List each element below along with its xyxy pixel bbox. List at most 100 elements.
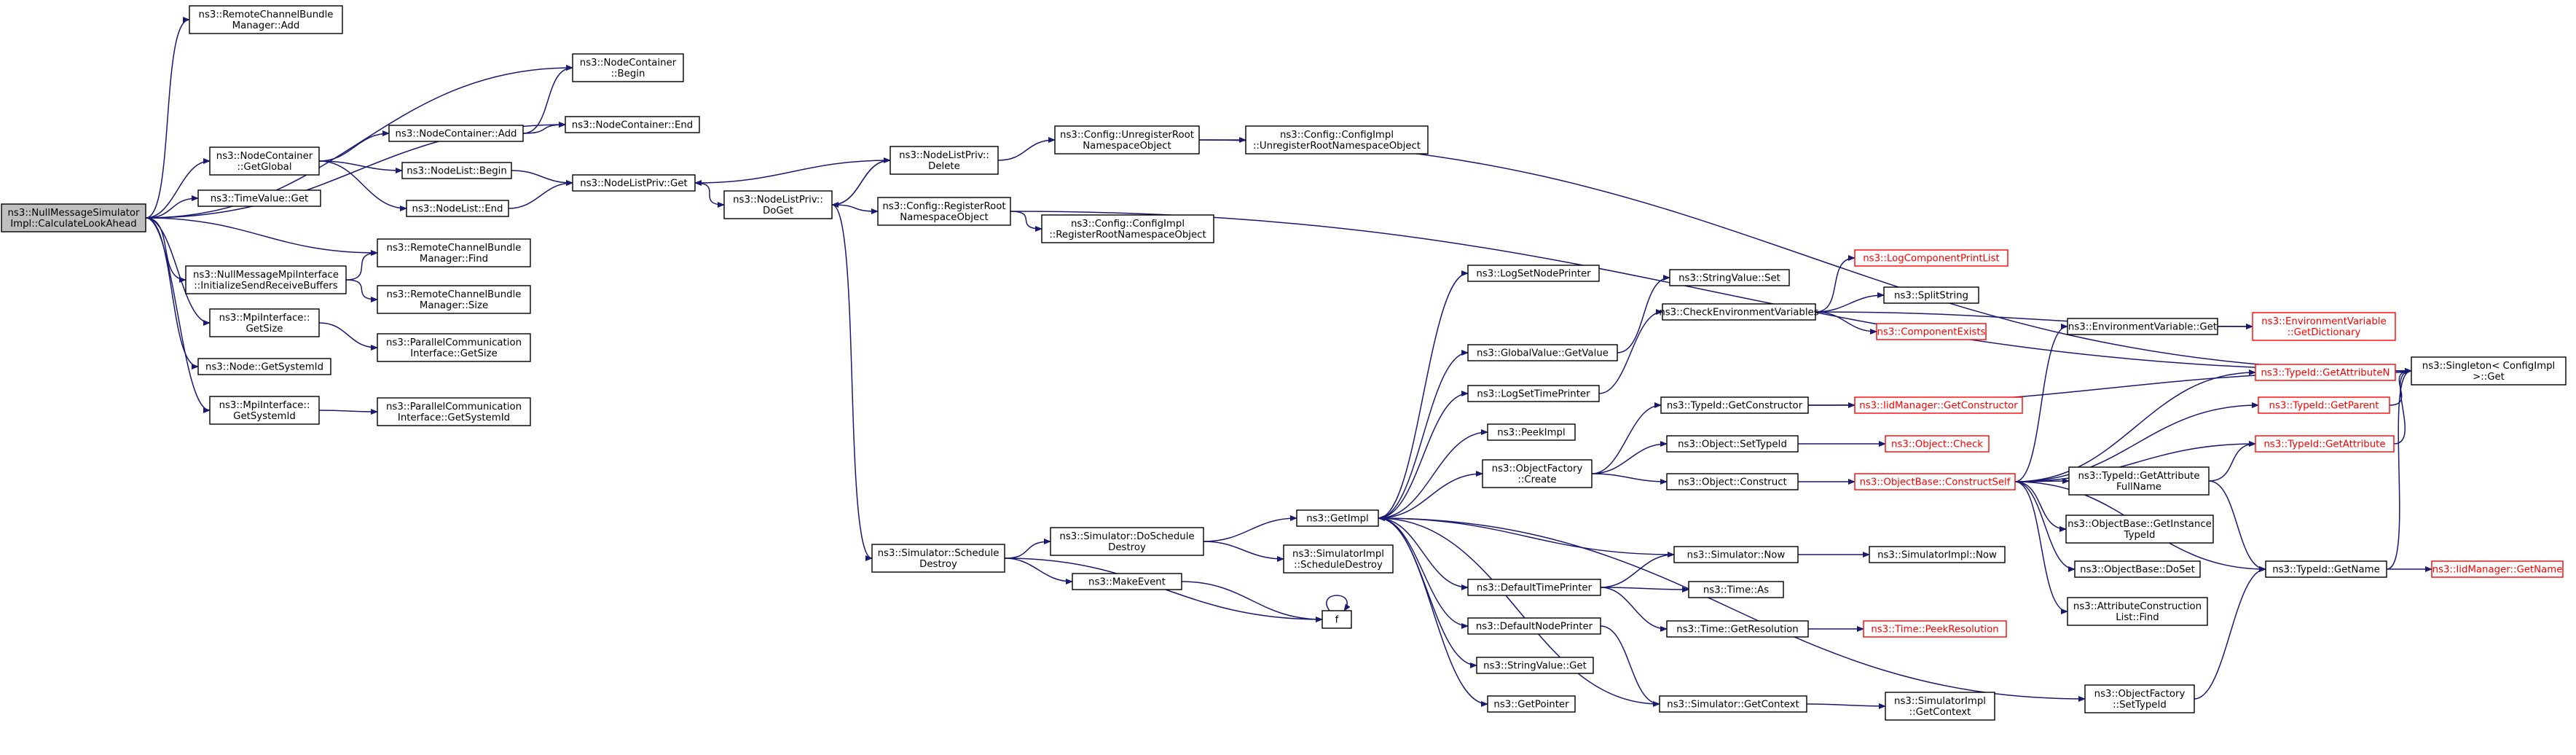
- node-sim-schedestroy[interactable]: ns3::Simulator::ScheduleDestroy: [871, 544, 1005, 573]
- node-objbase-constructself[interactable]: ns3::ObjectBase::ConstructSelf: [1854, 473, 2016, 490]
- edge: [1198, 139, 2412, 374]
- node-logsetnodeprinter[interactable]: ns3::LogSetNodePrinter: [1467, 265, 1600, 282]
- edge: [1378, 517, 1477, 668]
- node-nlp-doget[interactable]: ns3::NodeListPriv::DoGet: [723, 190, 833, 219]
- node-label: ::Begin: [611, 69, 645, 79]
- node-typeid-getctor[interactable]: ns3::TypeId::GetConstructor: [1660, 396, 1809, 414]
- edge-getimpl-to-stringvalue-get: [1378, 517, 1477, 668]
- node-box: [2255, 435, 2395, 453]
- node-time-peekres[interactable]: ns3::Time::PeekResolution: [1863, 620, 2007, 638]
- node-singleton-get[interactable]: ns3::Singleton< ConfigImpl>::Get: [2411, 356, 2567, 386]
- node-pci-getsize[interactable]: ns3::ParallelCommunicationInterface::Get…: [377, 333, 531, 362]
- node-time-getres[interactable]: ns3::Time::GetResolution: [1666, 620, 1809, 638]
- edge-cfg-regroot-to-singleton-get: [1010, 211, 2412, 374]
- edge: [2014, 481, 2067, 532]
- node-label: ns3::NodeList::Begin: [407, 166, 507, 177]
- node-nl-end[interactable]: ns3::NodeList::End: [406, 200, 509, 217]
- node-stringvalue-get[interactable]: ns3::StringValue::Get: [1476, 657, 1594, 674]
- node-logcompprintlist[interactable]: ns3::LogComponentPrintList: [1854, 249, 2008, 267]
- node-label: ns3::Simulator::Now: [1687, 550, 1786, 561]
- edge-nc-add-to-nc-begin: [522, 65, 573, 134]
- node-label: ::Create: [1517, 474, 1556, 485]
- node-obj-check[interactable]: ns3::Object::Check: [1885, 435, 1990, 453]
- node-stringvalue-set[interactable]: ns3::StringValue::Set: [1669, 269, 1790, 286]
- node-f[interactable]: f: [1322, 610, 1352, 629]
- node-typeid-getattribute[interactable]: ns3::TypeId::GetAttribute: [2255, 435, 2395, 453]
- node-cfg-regroot[interactable]: ns3::Config::RegisterRootNamespaceObject: [877, 197, 1011, 226]
- node-nc-end[interactable]: ns3::NodeContainer::End: [565, 116, 700, 133]
- node-typeid-getname[interactable]: ns3::TypeId::GetName: [2265, 560, 2387, 578]
- node-cfgimpl-reg[interactable]: ns3::Config::ConfigImpl::RegisterRootNam…: [1041, 214, 1214, 243]
- node-sim-now[interactable]: ns3::Simulator::Now: [1673, 546, 1799, 563]
- node-logsettimeprinter[interactable]: ns3::LogSetTimePrinter: [1467, 385, 1600, 402]
- edge-checkenv-to-splitstring: [1815, 292, 1885, 313]
- node-simimpl-schedestroy[interactable]: ns3::SimulatorImpl::ScheduleDestroy: [1283, 544, 1394, 574]
- node-getpointer[interactable]: ns3::GetPointer: [1487, 695, 1576, 713]
- node-checkenv[interactable]: ns3::CheckEnvironmentVariables: [1659, 303, 1819, 321]
- node-tv-get[interactable]: ns3::TimeValue::Get: [197, 189, 321, 207]
- node-compexists[interactable]: ns3::ComponentExists: [1876, 323, 1987, 340]
- node-box: [1666, 620, 1809, 638]
- edge: [2386, 368, 2412, 570]
- node-splitstring[interactable]: ns3::SplitString: [1883, 286, 1979, 304]
- node-box: [2067, 318, 2218, 335]
- node-cfgimpl-unreg[interactable]: ns3::Config::ConfigImpl::UnregisterRootN…: [1245, 125, 1429, 154]
- node-label: ns3::RemoteChannelBundle: [387, 243, 522, 254]
- node-time-as[interactable]: ns3::Time::As: [1688, 581, 1784, 598]
- node-defaulttimeprinter[interactable]: ns3::DefaultTimePrinter: [1467, 579, 1601, 596]
- node-obj-settypeid[interactable]: ns3::Object::SetTypeId: [1666, 435, 1799, 453]
- node-envvar-get[interactable]: ns3::EnvironmentVariable::Get: [2067, 318, 2218, 335]
- edge: [1378, 350, 1469, 519]
- node-globalvalue-getvalue[interactable]: ns3::GlobalValue::GetValue: [1467, 344, 1618, 361]
- node-mpi-getsize[interactable]: ns3::MpiInterface::GetSize: [209, 308, 320, 337]
- node-iidmgr-getname[interactable]: ns3::IidManager::GetName: [2431, 560, 2564, 578]
- node-label: ::UnregisterRootNamespaceObject: [1253, 141, 1421, 152]
- edge: [1010, 211, 2412, 374]
- node-typeid-getparent[interactable]: ns3::TypeId::GetParent: [2258, 396, 2390, 414]
- node-label: ns3::RemoteChannelBundle: [387, 289, 522, 300]
- node-nc-begin[interactable]: ns3::NodeContainer::Begin: [572, 53, 684, 82]
- node-nmmpi-init[interactable]: ns3::NullMessageMpiInterface::Initialize…: [185, 265, 347, 294]
- node-envvar-getdict[interactable]: ns3::EnvironmentVariable::GetDictionary: [2252, 312, 2396, 341]
- node-obj-construct[interactable]: ns3::Object::Construct: [1666, 473, 1799, 490]
- node-objbase-doset[interactable]: ns3::ObjectBase::DoSet: [2074, 560, 2201, 578]
- node-pci-getsysid[interactable]: ns3::ParallelCommunicationInterface::Get…: [377, 397, 531, 426]
- node-root[interactable]: ns3::NullMessageSimulatorImpl::Calculate…: [1, 203, 146, 232]
- node-sim-getcontext[interactable]: ns3::Simulator::GetContext: [1659, 695, 1807, 713]
- node-makeevent[interactable]: ns3::MakeEvent: [1072, 573, 1182, 590]
- node-box: [209, 146, 320, 176]
- node-node-getsysid[interactable]: ns3::Node::GetSystemId: [197, 358, 331, 375]
- node-objfactory-create[interactable]: ns3::ObjectFactory::Create: [1482, 459, 1593, 488]
- node-nc-add[interactable]: ns3::NodeContainer::Add: [388, 125, 524, 142]
- node-getimpl[interactable]: ns3::GetImpl: [1296, 509, 1379, 527]
- node-nlp-get[interactable]: ns3::NodeListPriv::Get: [572, 174, 696, 192]
- node-peekimpl[interactable]: ns3::PeekImpl: [1487, 423, 1576, 441]
- node-nlp-delete[interactable]: ns3::NodeListPriv::Delete: [890, 146, 999, 175]
- node-objfactory-settypeid[interactable]: ns3::ObjectFactory::SetTypeId: [2084, 684, 2195, 713]
- node-nl-begin[interactable]: ns3::NodeList::Begin: [401, 162, 512, 179]
- node-label: ns3::TypeId::GetAttribute: [2263, 439, 2385, 450]
- node-label: ns3::ParallelCommunication: [386, 402, 522, 412]
- node-box: [1, 203, 146, 232]
- node-nc-getglobal[interactable]: ns3::NodeContainer::GetGlobal: [209, 146, 320, 176]
- node-defaultnodeprinter[interactable]: ns3::DefaultNodePrinter: [1467, 617, 1601, 635]
- node-simimpl-now[interactable]: ns3::SimulatorImpl::Now: [1869, 546, 2006, 563]
- node-label: >::Get: [2473, 372, 2505, 383]
- node-typeid-getattributen[interactable]: ns3::TypeId::GetAttributeN: [2255, 364, 2396, 381]
- node-label: ns3::SplitString: [1894, 291, 1968, 302]
- node-simimpl-getcontext[interactable]: ns3::SimulatorImpl::GetContext: [1885, 692, 1995, 721]
- node-mpi-getsysid[interactable]: ns3::MpiInterface::GetSystemId: [209, 396, 320, 425]
- node-label: ns3::Simulator::GetContext: [1667, 700, 1799, 711]
- node-iidmgr-getctor[interactable]: ns3::IidManager::GetConstructor: [1854, 396, 2023, 414]
- node-box: [1245, 125, 1429, 154]
- edge: [318, 160, 403, 173]
- node-cfg-unregroot[interactable]: ns3::Config::UnregisterRootNamespaceObje…: [1054, 125, 1200, 154]
- edge: [2194, 566, 2266, 700]
